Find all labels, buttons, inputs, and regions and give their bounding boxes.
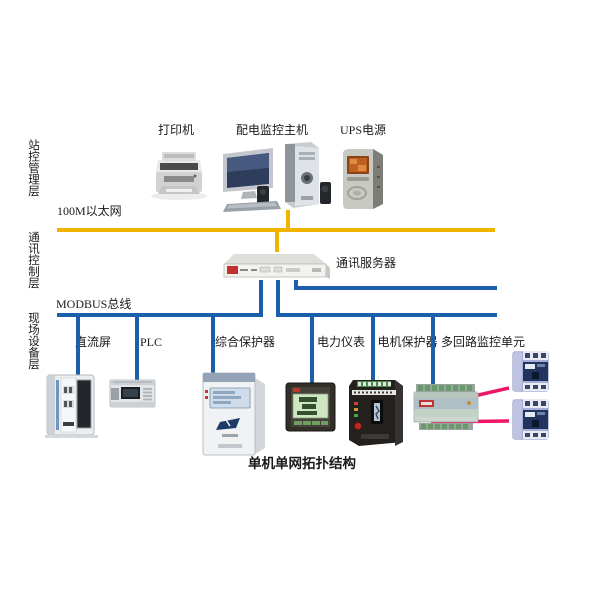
edge-bus-to-meter bbox=[310, 317, 314, 383]
layer-label-comm: 通讯控制层 bbox=[27, 231, 39, 289]
server-leg-left bbox=[259, 280, 263, 317]
printer-image bbox=[148, 146, 210, 202]
edge-bus-to-protector bbox=[211, 317, 215, 373]
dc-panel-label: 直流屏 bbox=[74, 335, 111, 349]
dc-panel-image bbox=[45, 372, 98, 440]
edge-ethernet-to-server bbox=[275, 232, 279, 252]
ups-image bbox=[337, 146, 391, 213]
server-leg-right bbox=[294, 280, 298, 290]
breaker-2-image bbox=[512, 397, 550, 442]
printer-label: 打印机 bbox=[157, 123, 194, 137]
host-computer-image bbox=[215, 140, 332, 215]
server-label: 通讯服务器 bbox=[336, 256, 397, 270]
meter-label: 电力仪表 bbox=[316, 335, 365, 349]
motor-protector-image bbox=[345, 378, 408, 448]
modbus-left-bus-line bbox=[57, 313, 263, 317]
edge-bus-to-dc-panel bbox=[76, 317, 80, 375]
plc-image bbox=[108, 375, 158, 412]
modbus-bus-label: MODBUS总线 bbox=[56, 297, 132, 311]
breaker-1-image bbox=[512, 350, 550, 393]
edge-bus-to-plc bbox=[135, 317, 139, 381]
multiloop-label: 多回路监控单元 bbox=[440, 335, 525, 349]
comm-server-image bbox=[220, 248, 330, 283]
edge-host-to-ethernet bbox=[286, 210, 290, 230]
ethernet-bus-label: 100M以太网 bbox=[57, 204, 122, 218]
host-label: 配电监控主机 bbox=[235, 123, 308, 137]
edge-bus-to-multiloop bbox=[431, 317, 435, 384]
rs485-upper-line bbox=[294, 286, 497, 290]
layer-label-station: 站控管理层 bbox=[27, 139, 39, 197]
edge-bus-to-motor-protector bbox=[371, 317, 375, 380]
layer-label-field: 现场设备层 bbox=[27, 312, 39, 370]
motor-protector-label: 电机保护器 bbox=[377, 335, 438, 349]
plc-label: PLC bbox=[139, 335, 162, 349]
diagram-title: 单机单网拓扑结构 bbox=[248, 456, 356, 471]
power-meter-image bbox=[285, 382, 336, 432]
protector-image bbox=[200, 370, 268, 458]
modbus-right-bus-line bbox=[276, 313, 497, 317]
protector-label: 综合保护器 bbox=[214, 335, 275, 349]
ups-label: UPS电源 bbox=[339, 123, 386, 137]
ethernet-bus-line bbox=[57, 228, 495, 232]
server-leg-mid bbox=[276, 280, 280, 317]
multiloop-unit-image bbox=[411, 383, 481, 432]
